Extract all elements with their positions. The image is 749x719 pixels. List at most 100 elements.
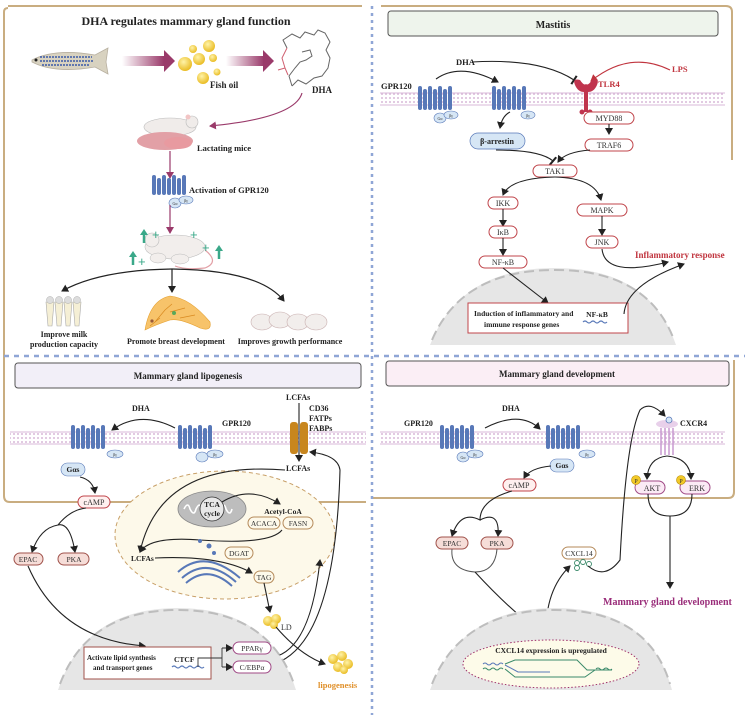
cxcr4-label: CXCR4 bbox=[680, 419, 707, 428]
outcome-growth: Improves growth performance bbox=[238, 337, 343, 346]
gpr120-receptor-icon: Gα βγ bbox=[440, 425, 484, 463]
bg-label: βγ bbox=[213, 452, 217, 457]
akt-label: AKT bbox=[644, 484, 661, 493]
ikk-label: IKK bbox=[496, 199, 510, 208]
arrow-tak1-mapk bbox=[554, 176, 604, 201]
panel-development: Mammary gland development GPR120 DHA Gα … bbox=[380, 360, 733, 690]
phospho-label: P bbox=[634, 479, 638, 485]
phospho-icon bbox=[631, 475, 641, 485]
gene-activation-box bbox=[83, 646, 212, 680]
outcome-milk-line1: Improve milk bbox=[41, 330, 88, 339]
panel-lipogenesis: Mammary gland lipogenesis DHA GPR120 βγ bbox=[10, 362, 366, 690]
panel3-title-box bbox=[14, 362, 362, 389]
panel2-title: Mastitis bbox=[536, 20, 571, 31]
gene-activation-line1: Activate lipid synthesis bbox=[87, 654, 156, 662]
nuclear-envelope bbox=[431, 608, 671, 685]
arrow-cxcr4-akt bbox=[643, 455, 668, 480]
arrow-lcfas-inner bbox=[137, 468, 286, 553]
arrow-dha-receptor bbox=[484, 418, 541, 430]
lipid-droplet-icon bbox=[263, 614, 281, 629]
arrow-cxcl14-cxcr4 bbox=[587, 405, 666, 573]
gene-activation-line2: and transport genes bbox=[93, 664, 153, 672]
arrow-to-barrestin bbox=[497, 111, 511, 129]
camp-node bbox=[502, 478, 537, 492]
gene-induction-box bbox=[467, 302, 629, 334]
jnk-label: JNK bbox=[595, 238, 610, 247]
dgat-label: DGAT bbox=[229, 549, 249, 558]
transporter-cd36: CD36 bbox=[309, 404, 329, 413]
gene-induction-line2: immune response genes bbox=[484, 320, 559, 329]
cxcl14-molecules-icon bbox=[574, 559, 592, 571]
arrow-epac-nucleus bbox=[27, 565, 146, 650]
arrow-lps-tlr4 bbox=[590, 61, 671, 82]
ppar-label: PPARγ bbox=[241, 644, 263, 653]
cebp-node bbox=[232, 660, 272, 674]
mapk-node: MAPK bbox=[576, 203, 628, 217]
arrow-genes-transporter bbox=[269, 448, 341, 666]
arrow-dha-to-mice bbox=[209, 92, 303, 130]
panel4-title: Mammary gland development bbox=[499, 369, 615, 379]
dha-label: DHA bbox=[132, 404, 150, 413]
inflammatory-response-label: Inflammatory response bbox=[635, 250, 725, 260]
cxcl14-expression-label: CXCL14 expression is upregulated bbox=[495, 646, 607, 655]
arrow-galpha-camp bbox=[523, 465, 552, 479]
plus-signs: + + + + bbox=[138, 227, 210, 269]
fish-oil-label: Fish oil bbox=[210, 80, 239, 90]
dha-label: DHA bbox=[312, 85, 333, 95]
gpr120-label: GPR120 bbox=[404, 419, 433, 428]
camp-node bbox=[77, 495, 111, 509]
galpha-label: Gα bbox=[461, 455, 466, 460]
plus-icon: + bbox=[152, 227, 160, 242]
mapk-label: MAPK bbox=[590, 206, 613, 215]
arrow-oil-to-dha bbox=[226, 56, 264, 66]
traf6-node: TRAF6 bbox=[584, 138, 634, 152]
myd88-node: MYD88 bbox=[583, 111, 635, 125]
jnk-node: JNK bbox=[585, 235, 619, 249]
nuclear-envelope bbox=[59, 608, 295, 685]
galpha-s-label: Gαs bbox=[67, 465, 80, 474]
frame-left bbox=[3, 7, 366, 503]
gpr120-label: GPR120 bbox=[222, 419, 251, 428]
ikk-node: IKK bbox=[487, 196, 519, 210]
pka-node bbox=[57, 552, 90, 566]
ctcf-branch bbox=[197, 647, 231, 668]
fish-oil-icon bbox=[178, 40, 221, 84]
barrestin-node bbox=[469, 132, 526, 150]
lcfas-top-label: LCFAs bbox=[286, 393, 310, 402]
tlr4-label: TLR4 bbox=[598, 79, 620, 89]
panel2-title-box bbox=[387, 10, 719, 37]
gpr120-active-receptor-icon: βγ bbox=[71, 425, 124, 459]
nuclear-envelope bbox=[431, 268, 675, 341]
arrow-to-growth bbox=[171, 268, 285, 302]
cxcr4-receptor-icon bbox=[656, 416, 678, 455]
galpha-label: Gα bbox=[438, 116, 443, 121]
gpr120-receptor-icon: Gαs βγ bbox=[178, 425, 224, 463]
panel-mastitis: Mastitis GPR120 DHA Gα βγ bbox=[380, 10, 725, 345]
transporter-fatps: FATPs bbox=[309, 414, 332, 423]
lcfas-mid-label: LCFAs bbox=[286, 464, 310, 473]
bg-label: βγ bbox=[585, 452, 589, 457]
dgat-node bbox=[224, 546, 254, 560]
epac-label: EPAC bbox=[19, 555, 37, 564]
camp-label: cAMP bbox=[84, 498, 105, 507]
bg-label: βγ bbox=[449, 113, 453, 118]
pka-label: PKA bbox=[66, 555, 82, 564]
camp-label: cAMP bbox=[509, 481, 530, 490]
arrow-galpha-camp bbox=[79, 476, 99, 494]
fatty-acid-transporter-icon bbox=[290, 422, 308, 454]
breast-tissue-icon bbox=[144, 295, 211, 331]
acaca-label: ACACA bbox=[251, 519, 278, 528]
arrow-camp-pka bbox=[479, 516, 503, 537]
tak1-node: TAK1 bbox=[532, 164, 578, 178]
outcome-milk-line2: production capacity bbox=[30, 340, 98, 349]
panel-dha-function: DHA regulates mammary gland function Fis… bbox=[30, 14, 343, 349]
traf6-label: TRAF6 bbox=[597, 141, 621, 150]
arrow-tak1-ikk bbox=[501, 176, 556, 196]
gpr120-receptor-icon: Gα βγ bbox=[418, 86, 459, 124]
panel4-title-box bbox=[385, 360, 730, 387]
arrow-ld-lipogenesis bbox=[275, 626, 326, 666]
ikb-node: IκB bbox=[488, 225, 518, 239]
arrow-fish-to-oil bbox=[122, 56, 164, 66]
development-label: Mammary gland development bbox=[603, 597, 733, 608]
nucleus-nfkb-label: NF-κB bbox=[586, 310, 608, 319]
